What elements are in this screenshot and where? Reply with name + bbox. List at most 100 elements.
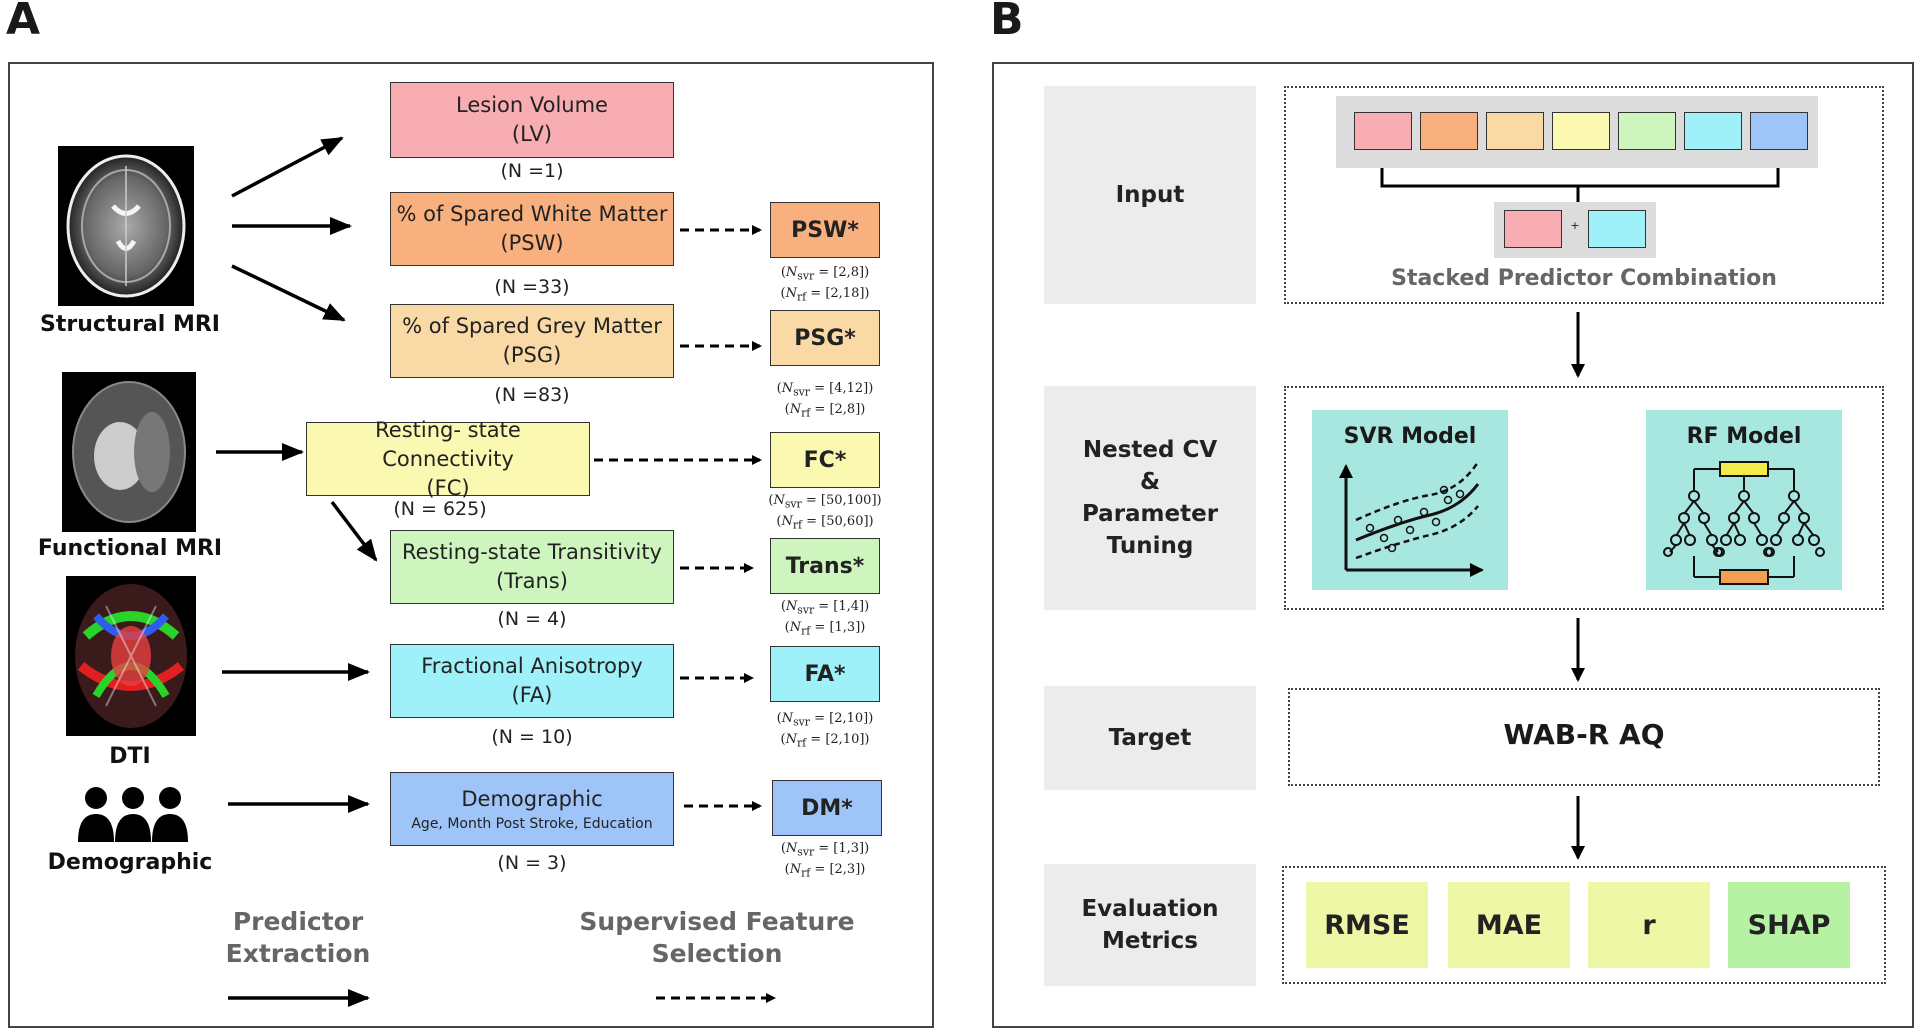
demographic-count: (N = 3) [497, 852, 567, 874]
dm-selected-box: DM* [772, 780, 882, 836]
trans-svr-symbol: N [785, 599, 798, 614]
legend-selection-line1: Supervised Feature [579, 907, 855, 936]
chip-trans [1618, 112, 1676, 150]
fa-rf-symbol: N [785, 731, 797, 747]
fc-svr-symbol: N [773, 493, 785, 508]
trans-rf-symbol: N [789, 619, 802, 635]
legend-extraction-line1: Predictor [232, 907, 364, 936]
psg-svr-value: = [4,12]) [814, 381, 874, 396]
arrow-structural-psg [231, 264, 346, 322]
fa-count: (N = 10) [491, 726, 573, 748]
psg-range: (Nsvr = [4,12]) (Nrf = [2,8]) [776, 381, 874, 420]
stage-nested-line4: Tuning [1106, 533, 1194, 559]
chip-fa [1684, 112, 1742, 150]
trans-range: (Nsvr = [1,4]) (Nrf = [1,3]) [780, 599, 870, 638]
psw-svr-sub: svr [797, 269, 815, 283]
stage-nested-line3: Parameter [1081, 501, 1219, 527]
dti-image [66, 576, 196, 736]
fa-svr-value: = [2,10]) [814, 711, 874, 726]
rf-icon [1663, 461, 1825, 585]
fc-rf-sub: rf [792, 518, 803, 532]
legend-selection-line2: Selection [651, 939, 783, 968]
rf-model-title: RF Model [1686, 424, 1802, 449]
extraction-arrows [216, 136, 378, 1007]
selection-arrows [594, 225, 776, 1003]
chip-dm [1750, 112, 1808, 150]
demographic-label: Demographic [47, 850, 213, 875]
stage-nested-cv: Nested CV & Parameter Tuning [1044, 386, 1256, 610]
dm-range: (Nsvr = [1,3]) (Nrf = [2,3]) [780, 841, 870, 880]
svr-icon [1339, 461, 1484, 577]
stack-chip-lv [1504, 210, 1562, 248]
trans-svr-value: = [1,4]) [818, 599, 870, 614]
svr-model-title: SVR Model [1343, 424, 1477, 449]
chip-bracket [1380, 168, 1780, 202]
stage-nested-line1: Nested CV [1082, 437, 1218, 463]
trans-count: (N = 4) [497, 608, 567, 630]
trans-box: Resting-state Transitivity (Trans) [390, 530, 674, 604]
lesion-volume-title: Lesion Volume [456, 93, 608, 117]
dm-rf-sub: rf [801, 866, 811, 880]
structural-mri-label: Structural MRI [39, 312, 220, 337]
input-dotted-box [1284, 86, 1884, 304]
metric-r: r [1588, 882, 1710, 968]
psg-title: % of Spared Grey Matter [402, 314, 662, 338]
stage-target: Target [1044, 686, 1256, 790]
lesion-volume-box: Lesion Volume (LV) [390, 82, 674, 158]
chip-psw [1420, 112, 1478, 150]
target-dotted-box [1288, 688, 1880, 786]
fc-selected-box: FC* [770, 432, 880, 488]
model-dotted-box [1284, 386, 1884, 610]
psg-box: % of Spared Grey Matter (PSG) [390, 304, 674, 378]
psw-svr-symbol: N [785, 265, 798, 280]
stage-input: Input [1044, 86, 1256, 304]
stack-chip-fa [1588, 210, 1646, 248]
stage-eval-line1: Evaluation [1081, 896, 1219, 922]
fa-selected-box: FA* [770, 646, 880, 702]
metric-shap: SHAP [1728, 882, 1850, 968]
psw-range: (Nsvr = [2,8]) (Nrf = [2,18]) [780, 265, 870, 304]
psw-abbr: (PSW) [500, 231, 564, 255]
fc-svr-value: = [50,100]) [805, 493, 882, 508]
fa-title: Fractional Anisotropy [421, 654, 643, 678]
target-value: WAB-R AQ [1503, 718, 1665, 751]
psg-abbr: (PSG) [502, 343, 562, 367]
chip-lv [1354, 112, 1412, 150]
demographic-sub: Age, Month Post Stroke, Education [411, 815, 653, 832]
chip-psg [1486, 112, 1544, 150]
eval-dotted-box [1282, 866, 1886, 984]
metric-rmse: RMSE [1306, 882, 1428, 968]
trans-title: Resting-state Transitivity [402, 540, 662, 564]
functional-mri-image [62, 372, 196, 532]
psw-rf-symbol: N [785, 285, 797, 301]
psw-rf-sub: rf [796, 290, 807, 304]
lesion-volume-abbr: (LV) [511, 122, 553, 146]
fa-abbr: (FA) [511, 683, 553, 707]
psg-rf-sub: rf [801, 406, 811, 420]
demographic-box: Demographic Age, Month Post Stroke, Educ… [390, 772, 674, 846]
stack-label: Stacked Predictor Combination [1391, 266, 1777, 291]
dm-rf-symbol: N [789, 861, 802, 877]
fa-rf-value: = [2,10]) [810, 731, 870, 747]
trans-svr-sub: svr [797, 603, 815, 617]
psg-selected-box: PSG* [770, 310, 880, 366]
trans-rf-sub: rf [801, 624, 811, 638]
trans-abbr: (Trans) [496, 569, 568, 593]
fc-abbr: (FC) [426, 475, 470, 500]
fc-count: (N = 625) [393, 498, 487, 520]
fc-svr-sub: svr [784, 497, 802, 511]
fc-title: Resting- state Connectivity [375, 417, 521, 471]
stack-plus: + [1570, 219, 1580, 232]
psg-svr-sub: svr [793, 385, 810, 399]
dti-label: DTI [109, 744, 151, 769]
panel-b-frame [992, 62, 1914, 1028]
functional-mri-label: Functional MRI [37, 536, 223, 561]
lesion-volume-count: (N =1) [500, 160, 564, 182]
fa-svr-sub: svr [793, 715, 810, 729]
legend-selection-label: Supervised Feature Selection [572, 906, 862, 970]
dm-rf-value: = [2,3]) [814, 861, 866, 877]
fc-rf-value: = [50,60]) [806, 513, 874, 529]
psw-box: % of Spared White Matter (PSW) [390, 192, 674, 266]
fa-svr-symbol: N [781, 711, 794, 726]
